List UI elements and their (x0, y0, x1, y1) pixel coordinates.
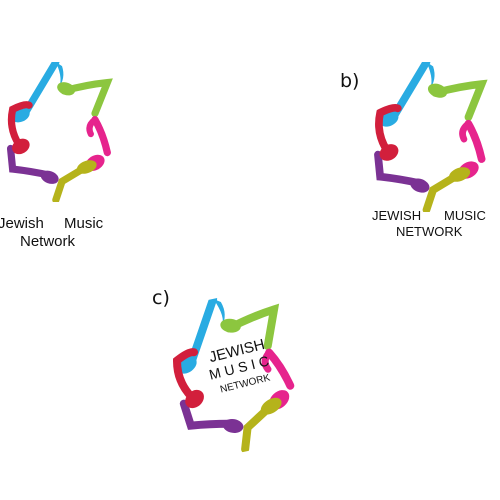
wordmark-a: Jewish Music Network (0, 215, 118, 251)
wordmark-a-word-2: Music (64, 215, 104, 232)
caption-b: b) (340, 70, 360, 92)
wordmark-a-word-3: Network (20, 233, 76, 250)
caption-c: c) (152, 287, 170, 309)
wordmark-b-word-1: JEWISH (372, 208, 422, 223)
logo-star-a (0, 62, 126, 202)
logo-star-b (364, 62, 500, 212)
wordmark-b-word-3: NETWORK (396, 224, 463, 239)
wordmark-b: JEWISH MUSIC NETWORK (372, 208, 492, 240)
wordmark-a-word-1: Jewish (0, 215, 44, 232)
wordmark-b-word-2: MUSIC (444, 208, 486, 223)
